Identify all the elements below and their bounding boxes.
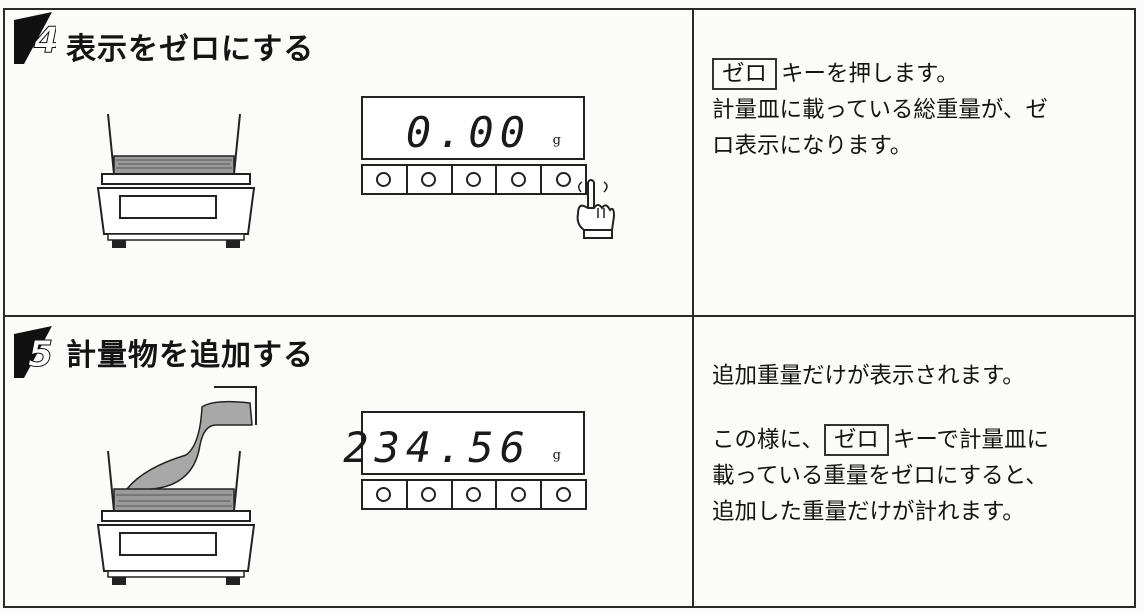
- key-1[interactable]: [363, 166, 408, 193]
- desc-line-3: 載っている重量をゼロにすると、: [712, 463, 1048, 489]
- display-value: 234.56: [343, 423, 531, 472]
- display-value: 0.00: [405, 108, 531, 157]
- key-circle-icon: [421, 171, 437, 187]
- column-divider: [692, 8, 694, 608]
- key-circle-icon: [376, 171, 392, 187]
- desc-text: キーで計量皿に: [892, 427, 1049, 453]
- step-number-badge-icon: 5: [14, 326, 54, 378]
- step-number-badge-icon: 4: [14, 12, 56, 64]
- scale-icon: [96, 113, 256, 248]
- step-5-title: 計量物を追加する: [66, 338, 314, 373]
- key-4[interactable]: [497, 166, 543, 193]
- desc-line-1: ゼロキーを押します。: [712, 56, 1048, 92]
- desc-text: この様に、: [712, 427, 824, 453]
- zero-key[interactable]: [542, 481, 585, 508]
- key-4[interactable]: [497, 481, 543, 508]
- key-circle-icon: [465, 486, 481, 502]
- key-2[interactable]: [408, 166, 453, 193]
- desc-line-3: ロ表示になります。: [712, 133, 913, 159]
- step-4-description: ゼロキーを押します。 計量皿に載っている総重量が、ゼ ロ表示になります。: [712, 56, 1048, 164]
- row-divider: [3, 315, 1136, 317]
- key-circle-icon: [376, 486, 392, 502]
- key-1[interactable]: [363, 481, 408, 508]
- key-3[interactable]: [453, 166, 498, 193]
- step-4-display: 0.00 g: [361, 96, 585, 160]
- key-circle-icon: [465, 171, 481, 187]
- display-unit: g: [552, 133, 561, 148]
- zero-key[interactable]: [542, 166, 585, 193]
- step-5-keypad: [361, 479, 587, 510]
- scale-icon: [96, 386, 257, 585]
- step-4-keypad: [361, 164, 587, 195]
- key-2[interactable]: [408, 481, 453, 508]
- key-circle-icon: [421, 486, 437, 502]
- zero-key-label: ゼロ: [712, 58, 778, 90]
- pointing-hand-icon: [576, 179, 616, 239]
- key-3[interactable]: [453, 481, 498, 508]
- step-5-description: 追加重量だけが表示されます。 この様に、ゼロキーで計量皿に 載っている重量をゼロ…: [712, 358, 1049, 530]
- step-4-title: 表示をゼロにする: [66, 32, 315, 67]
- key-circle-icon: [555, 486, 571, 502]
- desc-line-2: この様に、ゼロキーで計量皿に: [712, 422, 1049, 458]
- desc-spacer: [712, 394, 1049, 422]
- step-4-number: 4: [33, 20, 56, 61]
- step-5-number: 5: [28, 334, 53, 375]
- step-5-display: 234.56 g: [343, 411, 585, 475]
- desc-line-2: 計量皿に載っている総重量が、ゼ: [712, 97, 1048, 123]
- zero-key-label: ゼロ: [823, 424, 889, 456]
- key-circle-icon: [510, 171, 526, 187]
- table-frame: [3, 8, 1136, 608]
- key-circle-icon: [510, 486, 526, 502]
- display-unit: g: [552, 448, 561, 463]
- desc-text: キーを押します。: [781, 61, 959, 87]
- key-circle-icon: [555, 171, 571, 187]
- desc-line-1: 追加重量だけが表示されます。: [712, 363, 1025, 389]
- desc-line-4: 追加した重量だけが計れます。: [712, 499, 1025, 525]
